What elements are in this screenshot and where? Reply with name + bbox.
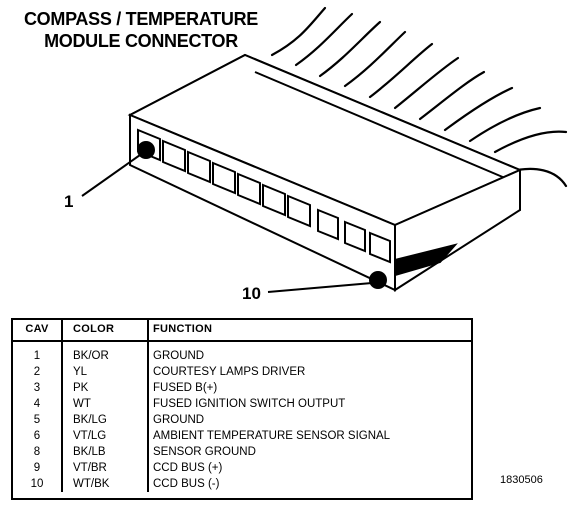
title-line-1: COMPASS / TEMPERATURE bbox=[23, 9, 259, 29]
diagram-title: COMPASS / TEMPERATURE MODULE CONNECTOR bbox=[6, 8, 276, 52]
color-cell: VT/BR bbox=[62, 460, 149, 476]
cav-cell: 4 bbox=[13, 396, 63, 412]
color-cell: VT/LG bbox=[62, 428, 149, 444]
table-row: 9 VT/BR CCD BUS (+) bbox=[13, 460, 471, 476]
table-row: 4 WT FUSED IGNITION SWITCH OUTPUT bbox=[13, 396, 471, 412]
function-cell: AMBIENT TEMPERATURE SENSOR SIGNAL bbox=[153, 430, 391, 442]
title-line-2: MODULE CONNECTOR bbox=[44, 31, 238, 51]
table-row: 8 BK/LB SENSOR GROUND bbox=[13, 444, 471, 460]
color-cell: BK/LB bbox=[62, 444, 149, 460]
cav-cell: 3 bbox=[13, 380, 63, 396]
color-cell: BK/OR bbox=[62, 341, 149, 364]
cavity-1-marker bbox=[137, 141, 155, 159]
header-color: COLOR bbox=[62, 320, 149, 342]
cav-cell: 9 bbox=[13, 460, 63, 476]
color-cell: BK/LG bbox=[62, 412, 149, 428]
function-cell: CCD BUS (-) bbox=[153, 478, 220, 490]
cav-cell: 10 bbox=[13, 476, 63, 492]
callout-10-leader bbox=[267, 282, 373, 293]
callout-1-leader bbox=[81, 154, 141, 197]
connector-body bbox=[127, 53, 523, 292]
color-cell: PK bbox=[62, 380, 149, 396]
cavity-row bbox=[137, 128, 391, 264]
table-row: 1 BK/OR GROUND bbox=[13, 341, 471, 364]
function-cell: CCD BUS (+) bbox=[153, 462, 223, 474]
table-header-row: CAV COLOR FUNCTION bbox=[13, 320, 471, 342]
header-cav: CAV bbox=[13, 320, 63, 342]
header-function: FUNCTION bbox=[148, 320, 471, 342]
figure-id: 1830506 bbox=[500, 474, 543, 486]
color-cell: WT/BK bbox=[62, 476, 149, 492]
table-row: 10 WT/BK CCD BUS (-) bbox=[13, 476, 471, 492]
callout-1-label: 1 bbox=[64, 192, 74, 211]
function-cell: GROUND bbox=[153, 350, 205, 362]
function-cell: GROUND bbox=[153, 414, 205, 426]
function-cell: COURTESY LAMPS DRIVER bbox=[153, 366, 306, 378]
pinout-table: CAV COLOR FUNCTION 1 BK/OR GROUND 2 YL C… bbox=[11, 318, 473, 500]
function-cell: FUSED IGNITION SWITCH OUTPUT bbox=[153, 398, 346, 410]
table-row: 6 VT/LG AMBIENT TEMPERATURE SENSOR SIGNA… bbox=[13, 428, 471, 444]
cav-cell: 1 bbox=[13, 341, 63, 364]
color-cell: YL bbox=[62, 364, 149, 380]
function-cell: SENSOR GROUND bbox=[153, 446, 256, 458]
table-row: 2 YL COURTESY LAMPS DRIVER bbox=[13, 364, 471, 380]
cavity-10-marker bbox=[369, 271, 387, 289]
pinout-grid: CAV COLOR FUNCTION 1 BK/OR GROUND 2 YL C… bbox=[13, 320, 471, 492]
connector-illustration bbox=[81, 6, 568, 293]
cav-cell: 2 bbox=[13, 364, 63, 380]
function-cell: FUSED B(+) bbox=[153, 382, 218, 394]
table-row: 3 PK FUSED B(+) bbox=[13, 380, 471, 396]
table-row: 5 BK/LG GROUND bbox=[13, 412, 471, 428]
cav-cell: 8 bbox=[13, 444, 63, 460]
cav-cell: 6 bbox=[13, 428, 63, 444]
cav-cell: 5 bbox=[13, 412, 63, 428]
callout-10-label: 10 bbox=[242, 284, 261, 303]
color-cell: WT bbox=[62, 396, 149, 412]
